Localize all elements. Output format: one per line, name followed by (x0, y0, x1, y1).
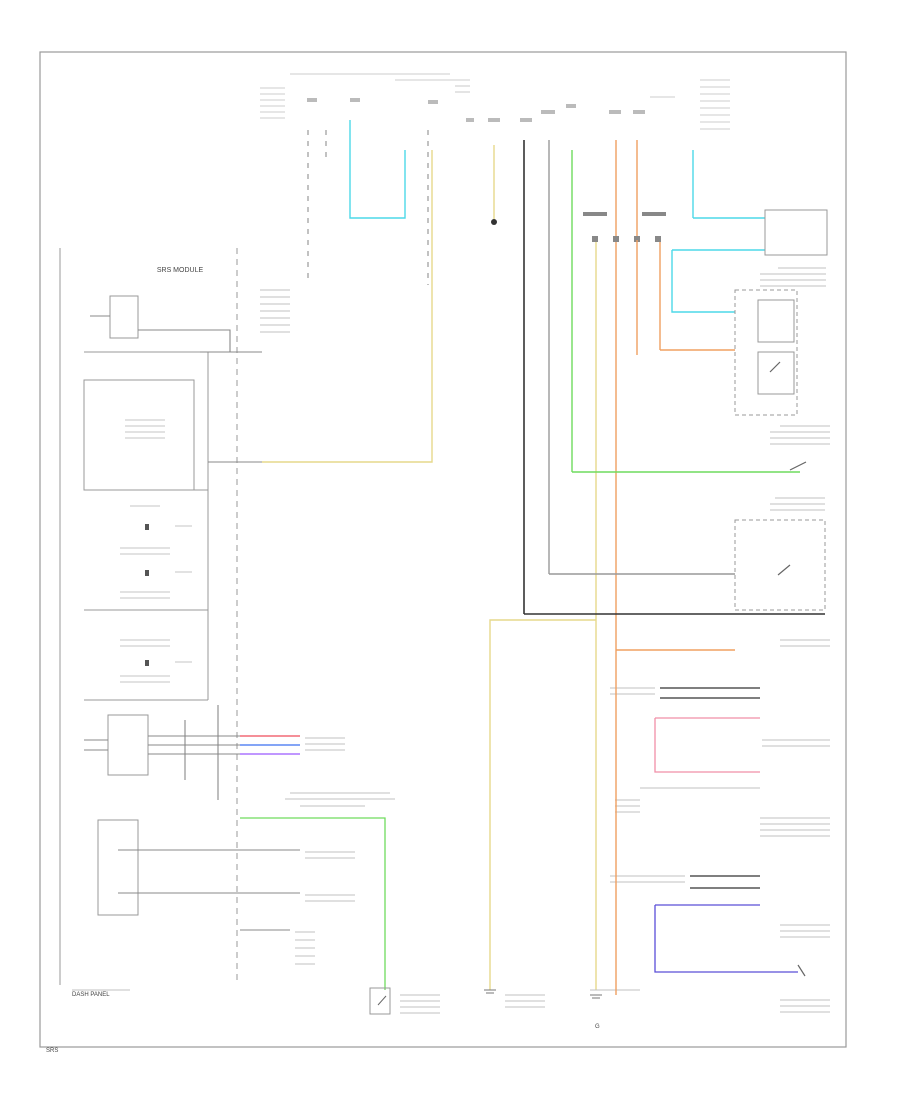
module-title: SRS MODULE (157, 267, 204, 274)
switch-symbols (769, 361, 807, 977)
orange-right-wires (616, 240, 735, 651)
sensor-label-lines (590, 687, 830, 991)
location-note: DASH PANEL (72, 992, 110, 998)
diagram-frame (39, 51, 847, 1048)
bottom-labels (72, 989, 545, 1014)
right-components (734, 209, 828, 611)
bottom-sensor (369, 987, 391, 1015)
fuse-box-labels (260, 73, 730, 130)
cyan-loop-top (349, 120, 406, 219)
srs-module-outline (59, 248, 238, 985)
sensor-blue-loop (654, 875, 798, 973)
sensor-pink-loop (654, 687, 760, 773)
module-internal-wires (84, 315, 300, 931)
fuse-symbols (307, 98, 645, 122)
bottom-left-label: SRS (46, 1048, 58, 1054)
module-colored-wires (240, 735, 386, 990)
right-label-blocks (760, 267, 830, 1013)
yellow-wire (262, 150, 433, 463)
top-branch-markers (583, 212, 666, 242)
cyan-right-wires (671, 217, 765, 313)
fuse-vertical-wires (491, 140, 694, 990)
left-connector-labels (260, 289, 395, 965)
bottom-ref: G (595, 1024, 600, 1030)
ground-symbols (484, 989, 602, 999)
module-internal-dots (145, 524, 149, 666)
fuse-dashed-wires (307, 130, 429, 285)
module-internal-labels (120, 419, 192, 683)
yellow-lower-wire (489, 619, 596, 990)
